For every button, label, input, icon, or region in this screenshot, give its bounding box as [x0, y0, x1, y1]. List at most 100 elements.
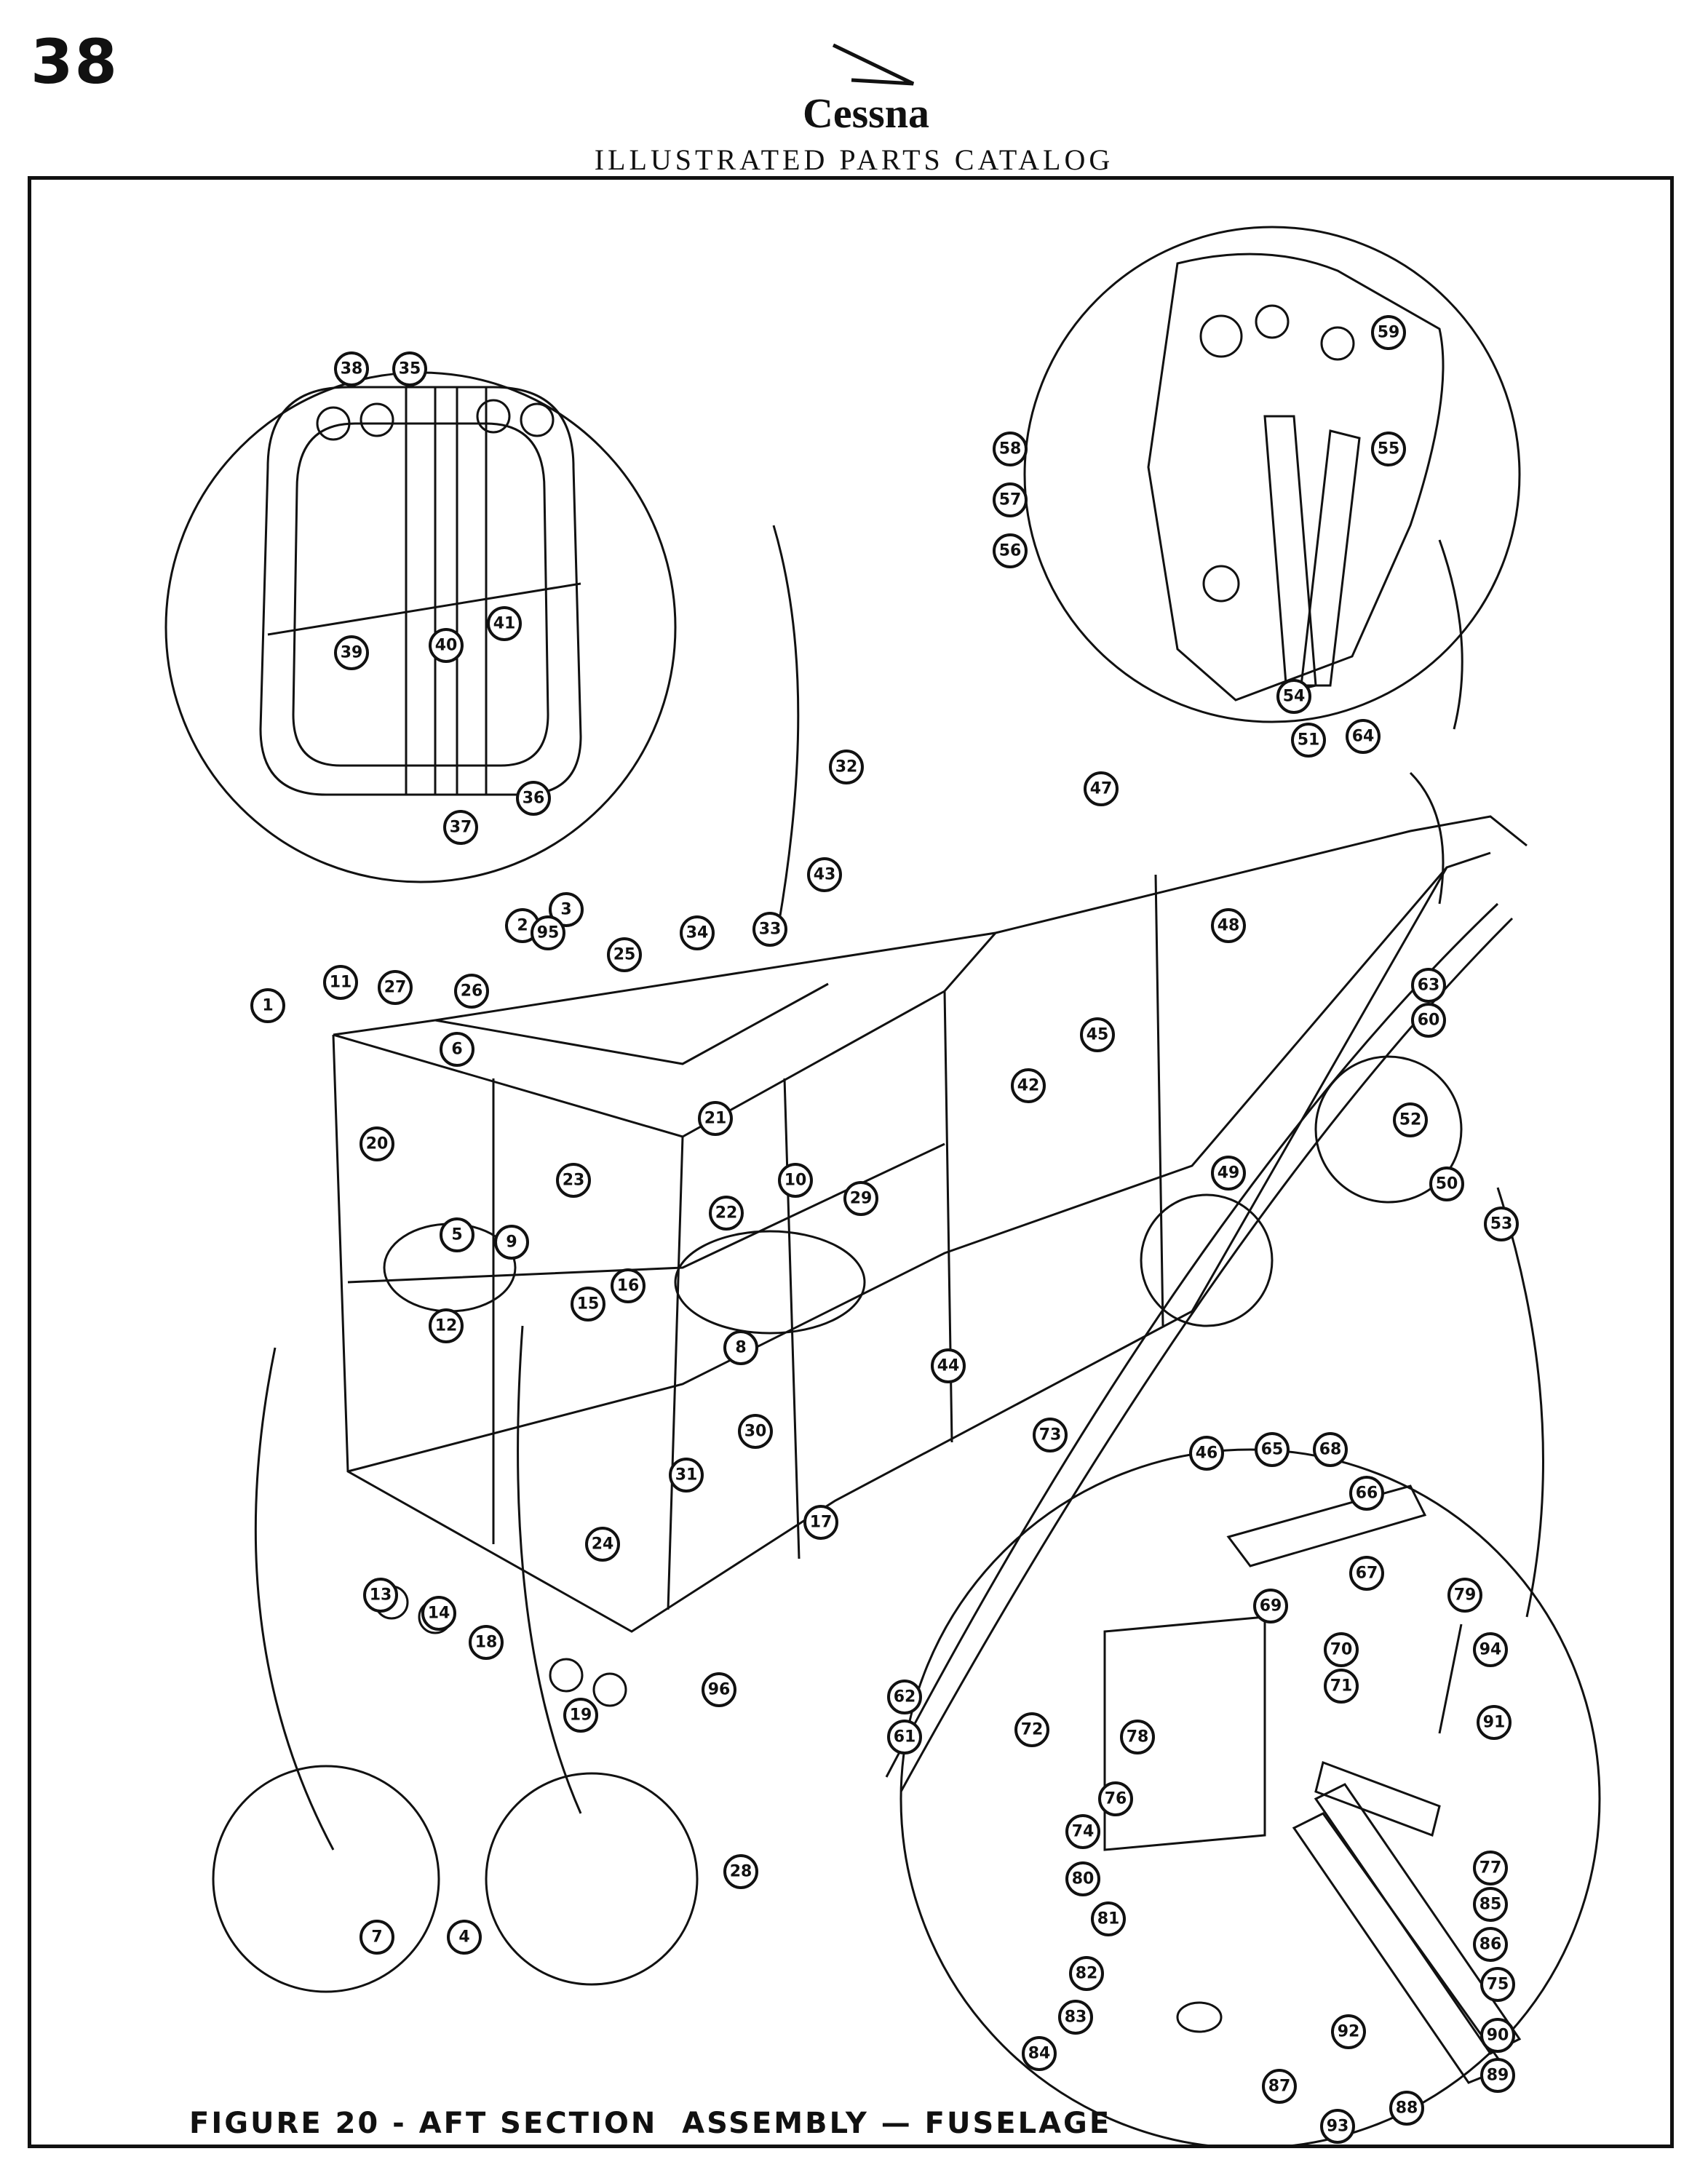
callout-label: 83	[1065, 2008, 1087, 2027]
callout-40: 40	[429, 628, 464, 663]
callout-label: 60	[1418, 1012, 1440, 1030]
callout-markers: 1234567891011121314151617181920212223242…	[250, 315, 1519, 2144]
callout-17: 17	[803, 1505, 838, 1540]
callout-label: 20	[366, 1135, 389, 1153]
callout-label: 35	[399, 360, 421, 378]
callout-73: 73	[1033, 1418, 1068, 1452]
clip-detail-circle	[1314, 1055, 1463, 1204]
callout-label: 30	[744, 1423, 767, 1441]
callout-label: 29	[850, 1190, 873, 1208]
callout-label: 45	[1087, 1026, 1109, 1044]
callout-label: 12	[435, 1317, 458, 1335]
callout-label: 59	[1378, 324, 1400, 342]
callout-56: 56	[993, 533, 1028, 568]
callout-label: 55	[1378, 440, 1400, 458]
callout-label: 28	[730, 1863, 752, 1881]
exploded-view-drawing: 1234567891011121314151617181920212223242…	[164, 226, 1601, 2148]
callout-43: 43	[807, 857, 842, 892]
callout-74: 74	[1065, 1814, 1100, 1849]
callout-label: 27	[384, 979, 407, 997]
callout-37: 37	[443, 810, 478, 845]
callout-label: 5	[451, 1226, 462, 1244]
callout-label: 23	[563, 1172, 585, 1190]
callout-60: 60	[1411, 1003, 1446, 1038]
callout-label: 84	[1028, 2045, 1051, 2063]
callout-label: 31	[675, 1466, 698, 1485]
callout-label: 71	[1330, 1677, 1353, 1696]
callout-15: 15	[571, 1287, 605, 1321]
callout-label: 73	[1039, 1426, 1062, 1444]
callout-94: 94	[1473, 1632, 1508, 1667]
callout-label: 90	[1487, 2027, 1509, 2045]
callout-53: 53	[1484, 1207, 1519, 1241]
callout-label: 91	[1483, 1714, 1506, 1732]
callout-70: 70	[1324, 1632, 1359, 1667]
callout-label: 51	[1298, 731, 1320, 750]
callout-67: 67	[1349, 1556, 1384, 1591]
callout-label: 93	[1327, 2118, 1349, 2136]
callout-58: 58	[993, 432, 1028, 466]
callout-label: 8	[735, 1339, 746, 1357]
callout-68: 68	[1313, 1432, 1348, 1467]
callout-39: 39	[334, 635, 369, 670]
callout-label: 65	[1261, 1441, 1284, 1459]
callout-95: 95	[531, 915, 565, 950]
callout-label: 17	[810, 1514, 833, 1532]
callout-82: 82	[1069, 1956, 1104, 1991]
figure-frame	[28, 176, 1674, 2148]
callout-81: 81	[1091, 1901, 1126, 1936]
callout-50: 50	[1429, 1166, 1464, 1201]
callout-20: 20	[360, 1126, 394, 1161]
callout-84: 84	[1022, 2036, 1057, 2071]
callout-label: 33	[759, 921, 782, 939]
callout-label: 40	[435, 637, 458, 655]
callout-label: 88	[1396, 2099, 1418, 2118]
callout-label: 95	[537, 924, 560, 942]
callout-label: 18	[475, 1634, 498, 1652]
callout-label: 32	[835, 758, 858, 776]
callout-69: 69	[1253, 1589, 1288, 1623]
callout-36: 36	[516, 781, 551, 816]
callout-21: 21	[698, 1101, 733, 1136]
callout-4: 4	[447, 1920, 482, 1955]
callout-label: 49	[1218, 1164, 1240, 1183]
callout-38: 38	[334, 351, 369, 386]
callout-label: 48	[1218, 917, 1240, 935]
callout-61: 61	[887, 1720, 922, 1754]
callout-label: 19	[570, 1706, 592, 1725]
bracket-detail-circle	[485, 1772, 699, 1986]
callout-5: 5	[440, 1217, 474, 1252]
cessna-logo: Cessna	[757, 44, 975, 137]
callout-57: 57	[993, 482, 1028, 517]
callout-72: 72	[1014, 1712, 1049, 1747]
cessna-swoosh-icon	[832, 44, 915, 86]
callout-29: 29	[843, 1181, 878, 1216]
callout-label: 79	[1454, 1586, 1477, 1605]
callout-91: 91	[1477, 1705, 1512, 1740]
callout-25: 25	[607, 937, 642, 972]
callout-label: 50	[1436, 1175, 1458, 1193]
callout-label: 10	[785, 1172, 807, 1190]
callout-label: 86	[1479, 1936, 1502, 1954]
callout-66: 66	[1349, 1476, 1384, 1511]
callout-label: 34	[686, 924, 709, 942]
callout-label: 11	[330, 974, 352, 992]
callout-28: 28	[723, 1854, 758, 1889]
callout-49: 49	[1211, 1156, 1246, 1191]
callout-71: 71	[1324, 1669, 1359, 1704]
callout-11: 11	[323, 965, 358, 1000]
callout-44: 44	[931, 1348, 966, 1383]
callout-19: 19	[563, 1698, 598, 1733]
tailcone-bulkhead-detail-circle	[1023, 226, 1521, 723]
callout-96: 96	[702, 1672, 736, 1707]
callout-label: 64	[1352, 728, 1375, 746]
callout-47: 47	[1084, 771, 1119, 806]
callout-62: 62	[887, 1680, 922, 1714]
callout-14: 14	[421, 1596, 456, 1631]
callout-16: 16	[611, 1268, 646, 1303]
callout-52: 52	[1393, 1102, 1428, 1137]
callout-label: 14	[428, 1605, 450, 1623]
callout-label: 89	[1487, 2067, 1509, 2085]
tail-attach-detail-circle	[899, 1448, 1601, 2148]
callout-45: 45	[1080, 1017, 1115, 1052]
